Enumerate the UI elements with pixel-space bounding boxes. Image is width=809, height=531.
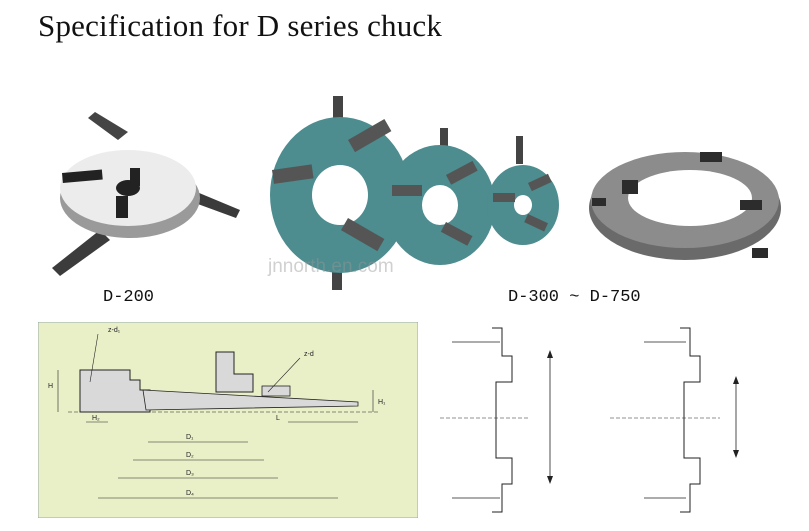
label-z-d: z-d [304,351,314,358]
label-h1: H₁ [378,399,386,406]
label-d4: D₄ [186,490,194,497]
chuck-profile-drawing-left [440,327,553,513]
label-h2: H₂ [92,415,100,422]
chuck-dimension-drawing: z-d₁ z-d H H₂ H₁ L D₁ D₂ D₃ D₄ [38,322,418,518]
label-l: L [276,415,280,422]
chuck-profile-drawing-right [610,327,739,513]
label-z-d1: z-d₁ [108,327,121,334]
label-h: H [48,383,53,390]
label-d1: D₁ [186,434,194,441]
label-d3: D₃ [186,470,194,477]
d300-d750-label: D-300 ~ D-750 [508,288,641,307]
page-title: Specification for D series chuck [38,8,443,43]
watermark: jnnorth.en.com [268,256,394,277]
d200-label: D-200 [103,288,155,307]
label-d2: D₂ [186,452,194,459]
